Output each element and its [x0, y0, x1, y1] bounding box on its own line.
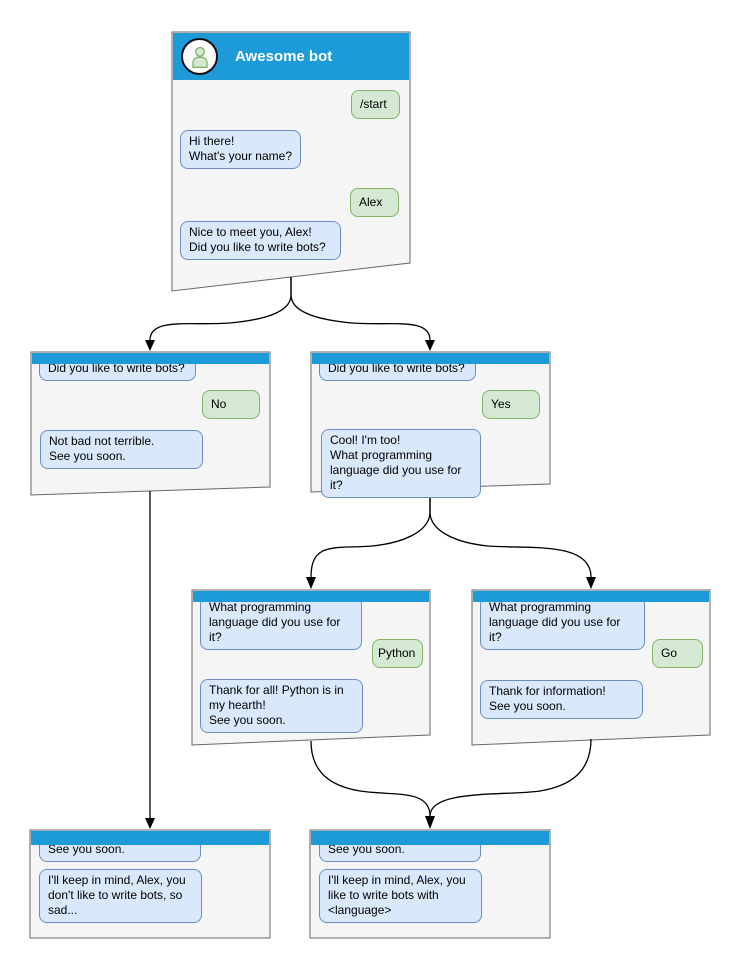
user-message-bubble: /start [351, 90, 400, 119]
arrow-main-to-yes [290, 277, 431, 341]
bot-message-bubble: Nice to meet you, Alex! Did you like to … [180, 221, 341, 260]
arrowhead-no-to-end [145, 818, 155, 829]
bot-message-bubble: I'll keep in mind, Alex, you don't like … [39, 869, 202, 923]
user-message-bubble: No [202, 390, 260, 419]
bot-message-bubble: Thank for information! See you soon. [480, 680, 643, 719]
bot-window-title: Awesome bot [235, 48, 333, 65]
arrow-go-to-end [429, 738, 592, 817]
end-yes-titlebar [311, 831, 549, 845]
arrowhead-yes-to-go [586, 577, 596, 589]
bot-message-bubble: What programming language did you use fo… [480, 596, 645, 650]
user-message-bubble: Yes [482, 390, 540, 419]
bot-message-bubble: What programming language did you use fo… [200, 596, 362, 650]
arrow-main-to-no [149, 277, 292, 341]
arrowhead-main-to-yes [425, 340, 435, 351]
bot-avatar [181, 38, 218, 75]
branch-go-titlebar [473, 591, 709, 602]
user-message-bubble: Alex [350, 188, 399, 217]
branch-python-titlebar [193, 591, 429, 602]
bot-message-bubble: I'll keep in mind, Alex, you like to wri… [319, 869, 482, 923]
arrowhead-main-to-no [145, 340, 155, 351]
user-message-bubble: Go [652, 639, 703, 668]
branch-yes-titlebar [312, 353, 549, 364]
end-no-titlebar [31, 831, 269, 845]
branch-no-titlebar [32, 353, 269, 364]
bot-message-bubble: Not bad not terrible. See you soon. [40, 430, 203, 469]
arrow-yes-to-python [310, 489, 431, 578]
bot-message-bubble: Thank for all! Python is in my hearth! S… [200, 679, 363, 733]
main-window-titlebar: Awesome bot [173, 33, 409, 80]
user-message-bubble: Python [372, 639, 423, 668]
bot-message-bubble: Cool! I'm too! What programming language… [321, 429, 481, 498]
person-icon [191, 46, 208, 68]
arrowhead-yes-to-python [306, 577, 316, 589]
arrow-yes-to-go [429, 489, 592, 578]
arrowhead-merge-to-end [425, 816, 435, 829]
arrow-python-to-end [310, 740, 431, 817]
bot-message-bubble: Hi there! What's your name? [180, 130, 301, 169]
